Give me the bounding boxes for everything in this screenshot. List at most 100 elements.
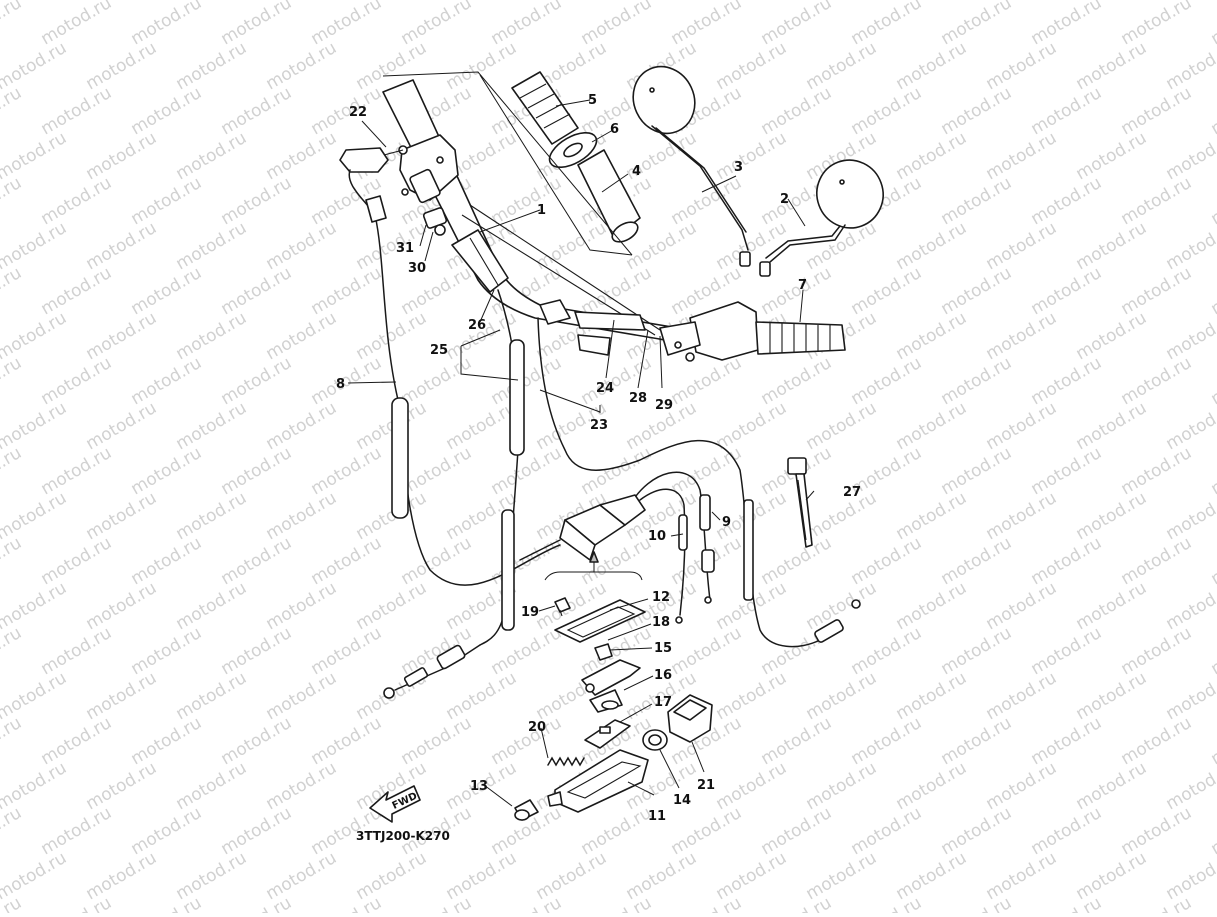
watermark-text: motod.ru [218,893,296,913]
watermark-text: motod.ru [1163,488,1217,544]
watermark-text: motod.ru [443,668,521,724]
watermark-text: motod.ru [308,893,386,913]
watermark-text: motod.ru [1028,0,1106,49]
watermark-text: motod.ru [0,353,25,409]
watermark-text: motod.ru [83,308,161,364]
watermark-text: motod.ru [218,623,296,679]
watermark-text: motod.ru [938,533,1016,589]
watermark-text: motod.ru [578,0,656,49]
callout-10: 10 [648,529,666,544]
watermark-text: motod.ru [758,893,836,913]
watermark-text: motod.ru [1208,443,1217,499]
watermark-text: motod.ru [308,623,386,679]
watermark-text: motod.ru [308,533,386,589]
watermark-text: motod.ru [218,83,296,139]
watermark-text: motod.ru [668,623,746,679]
callout-7: 7 [798,278,807,293]
watermark-text: motod.ru [308,263,386,319]
watermark-text: motod.ru [0,263,25,319]
watermark-text: motod.ru [488,893,566,913]
watermark-text: motod.ru [38,623,116,679]
watermark-text: motod.ru [398,443,476,499]
watermark-text: motod.ru [983,668,1061,724]
watermark-text: motod.ru [1163,848,1217,904]
watermark-text: motod.ru [0,0,25,49]
watermark-text: motod.ru [218,353,296,409]
watermark-text: motod.ru [983,398,1061,454]
watermark-text: motod.ru [128,83,206,139]
callout-30: 30 [408,261,426,276]
watermark-text: motod.ru [218,0,296,49]
watermark-text: motod.ru [128,893,206,913]
watermark-text: motod.ru [1208,623,1217,679]
watermark-text: motod.ru [983,848,1061,904]
watermark-text: motod.ru [893,308,971,364]
watermark-text: motod.ru [803,848,881,904]
callout-2: 2 [780,192,789,207]
watermark-text: motod.ru [983,578,1061,634]
watermark-text: motod.ru [1028,263,1106,319]
watermark-text: motod.ru [38,0,116,49]
callout-1: 1 [537,203,546,218]
watermark-text: motod.ru [128,263,206,319]
watermark-text: motod.ru [1163,38,1217,94]
watermark-text: motod.ru [308,713,386,769]
callout-16: 16 [654,668,672,683]
callout-26: 26 [468,318,486,333]
watermark-text: motod.ru [443,38,521,94]
watermark-text: motod.ru [713,398,791,454]
watermark-text: motod.ru [218,173,296,229]
watermark-text: motod.ru [263,578,341,634]
watermark-text: motod.ru [128,173,206,229]
watermark-text: motod.ru [938,263,1016,319]
watermark-text: motod.ru [623,848,701,904]
callout-14: 14 [673,793,691,808]
watermark-text: motod.ru [1163,218,1217,274]
watermark-text: motod.ru [1118,623,1196,679]
watermark-text: motod.ru [1118,173,1196,229]
callout-22: 22 [349,105,367,120]
watermark-text: motod.ru [848,83,926,139]
watermark-text: motod.ru [1028,623,1106,679]
callout-21: 21 [697,778,715,793]
watermark-text: motod.ru [1073,398,1151,454]
watermark-text: motod.ru [1163,578,1217,634]
callout-24: 24 [596,381,614,396]
watermark-text: motod.ru [713,128,791,184]
watermark-text: motod.ru [1028,713,1106,769]
watermark-text: motod.ru [1118,533,1196,589]
watermark-text: motod.ru [263,308,341,364]
watermark-text: motod.ru [83,668,161,724]
watermark-text: motod.ru [128,533,206,589]
watermark-text: motod.ru [398,713,476,769]
watermark-text: motod.ru [0,713,25,769]
watermark-text: motod.ru [353,578,431,634]
watermark-text: motod.ru [1118,83,1196,139]
callout-29: 29 [655,398,673,413]
watermark-text: motod.ru [938,353,1016,409]
watermark-text: motod.ru [263,668,341,724]
watermark-text: motod.ru [1208,263,1217,319]
watermark-text: motod.ru [0,623,25,679]
watermark-text: motod.ru [893,218,971,274]
watermark-text: motod.ru [263,398,341,454]
watermark-text: motod.ru [173,668,251,724]
callout-6: 6 [610,122,619,137]
watermark-text: motod.ru [1028,533,1106,589]
watermark-text: motod.ru [308,83,386,139]
watermark-text: motod.ru [443,398,521,454]
watermark-text: motod.ru [1028,893,1106,913]
watermark-text: motod.ru [1028,173,1106,229]
callout-8: 8 [336,377,345,392]
watermark-text: motod.ru [848,533,926,589]
watermark-text: motod.ru [893,668,971,724]
watermark-text: motod.ru [1073,38,1151,94]
watermark-text: motod.ru [443,848,521,904]
watermark-text: motod.ru [848,623,926,679]
watermark-text: motod.ru [1163,398,1217,454]
watermark-text: motod.ru [353,308,431,364]
watermark-text: motod.ru [803,488,881,544]
watermark-text: motod.ru [848,263,926,319]
watermark-text: motod.ru [173,308,251,364]
watermark-text: motod.ru [83,578,161,634]
